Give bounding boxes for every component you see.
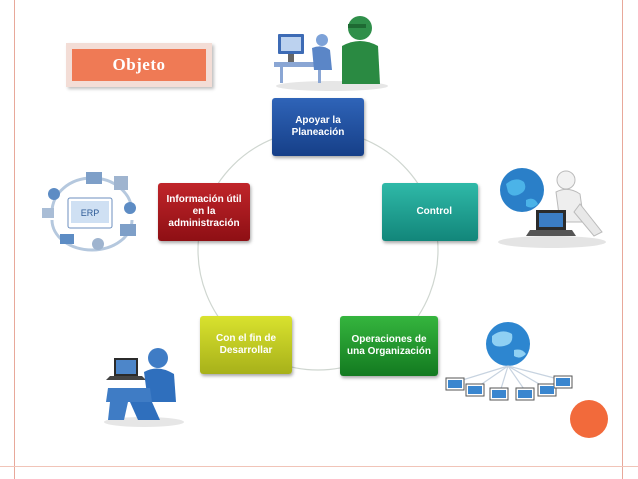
node-apoyar-planeacion: Apoyar la Planeación	[272, 98, 364, 156]
globe-network-icon	[445, 322, 573, 401]
orange-accent-dot	[570, 400, 608, 438]
person-with-globe-laptop-icon	[498, 168, 606, 248]
left-border-line	[14, 0, 15, 479]
right-border-line	[622, 0, 623, 479]
erp-modules-icon: ERP	[42, 172, 136, 252]
svg-text:ERP: ERP	[81, 208, 100, 218]
bottom-border-line	[0, 466, 638, 467]
slide-title: Objeto	[72, 49, 206, 81]
title-box: Objeto	[66, 43, 212, 87]
node-desarrollar: Con el fin de Desarrollar	[200, 316, 292, 374]
person-at-computer-icon	[274, 16, 388, 91]
node-control: Control	[382, 183, 478, 241]
node-operaciones: Operaciones de una Organización	[340, 316, 438, 376]
person-on-laptop-icon	[104, 348, 184, 427]
node-informacion-util: Información útil en la administración	[158, 183, 250, 241]
